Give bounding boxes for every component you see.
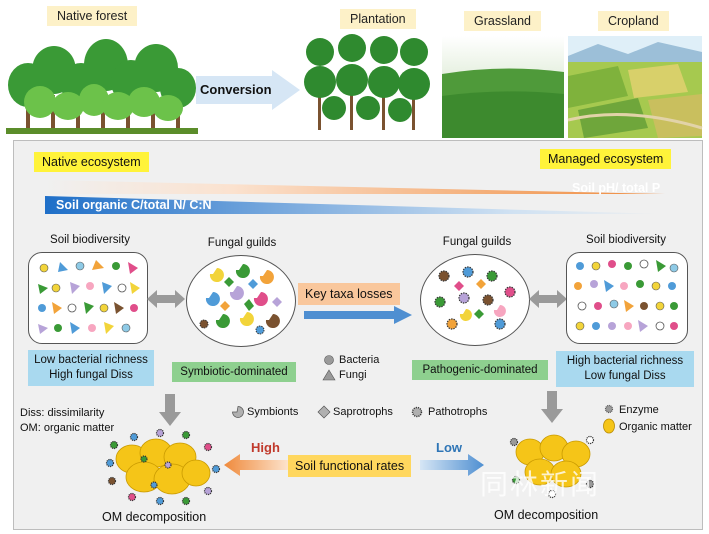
left-richness-line2: High fungal Diss [49, 369, 133, 381]
right-richness-box: High bacterial richness Low fungal Diss [556, 351, 694, 387]
conversion-label: Conversion [200, 82, 272, 97]
right-biodiversity-title: Soil biodiversity [586, 234, 666, 246]
fungi-legend-label: Fungi [339, 369, 367, 381]
left-guilds-title: Fungal guilds [207, 237, 277, 249]
right-guild-state: Pathogenic-dominated [412, 360, 548, 380]
left-guild-state: Symbiotic-dominated [172, 362, 296, 382]
plantation-illustration [304, 34, 430, 130]
cropland-label: Cropland [598, 11, 669, 31]
native-ecosystem-label: Native ecosystem [34, 152, 149, 172]
left-guilds-fungi [199, 264, 282, 335]
bacteria-legend-label: Bacteria [339, 354, 380, 366]
symbionts-icon [232, 406, 244, 418]
left-om-label: OM decomposition [102, 510, 207, 524]
right-richness-line2: Low fungal Diss [584, 370, 666, 382]
left-double-arrow [147, 290, 185, 308]
grassland-illustration [442, 36, 564, 138]
pathotrophs-icon [411, 406, 423, 418]
right-richness-line1: High bacterial richness [566, 355, 684, 367]
right-om-label: OM decomposition [494, 508, 599, 522]
key-taxa-arrow [304, 306, 412, 324]
high-label: High [251, 440, 280, 455]
saprotrophs-icon [317, 405, 331, 419]
organic-matter-label: Organic matter [619, 421, 692, 433]
right-biodiversity-microbes [574, 259, 679, 332]
right-down-arrow [541, 391, 563, 423]
right-om-cluster [509, 434, 595, 499]
soil-gradient-band [45, 180, 665, 214]
cropland-illustration [567, 36, 703, 138]
left-biodiversity-microbes [38, 260, 140, 334]
functional-rates-label: Soil functional rates [288, 455, 412, 477]
low-arrow [420, 454, 484, 476]
left-richness-box: Low bacterial richness High fungal Diss [28, 350, 154, 386]
organic-matter-icon [603, 418, 615, 434]
watermark-text: 同林新闻 [480, 468, 601, 501]
right-double-arrow [529, 290, 567, 308]
native-forest-illustration [6, 39, 198, 134]
pathotrophs-label: Pathotrophs [428, 406, 488, 418]
symbionts-label: Symbionts [247, 406, 299, 418]
high-arrow [224, 454, 288, 476]
left-om-cluster [105, 428, 221, 506]
managed-ecosystem-label: Managed ecosystem [540, 149, 672, 169]
om-note: OM: organic matter [20, 422, 115, 434]
fungi-legend-icon [322, 369, 336, 381]
native-forest-label: Native forest [47, 6, 138, 26]
conversion-arrow [196, 70, 300, 110]
plantation-label: Plantation [340, 9, 416, 29]
soil-organic-label: Soil organic C/total N/ C:N [56, 198, 212, 212]
key-taxa-label: Key taxa losses [298, 283, 400, 305]
enzyme-icon [604, 404, 614, 414]
left-richness-line1: Low bacterial richness [34, 354, 148, 366]
bacteria-legend-icon [324, 355, 334, 365]
right-guilds-title: Fungal guilds [442, 236, 512, 248]
soil-ph-label: Soil pH/ total P [572, 181, 661, 195]
left-biodiversity-title: Soil biodiversity [50, 234, 130, 246]
grassland-label: Grassland [464, 11, 541, 31]
saprotrophs-label: Saprotrophs [333, 406, 393, 418]
left-down-arrow [159, 394, 181, 426]
low-label: Low [436, 440, 462, 455]
right-guilds-fungi [434, 266, 516, 330]
diss-note: Diss: dissimilarity [20, 407, 105, 419]
enzyme-label: Enzyme [619, 404, 659, 416]
